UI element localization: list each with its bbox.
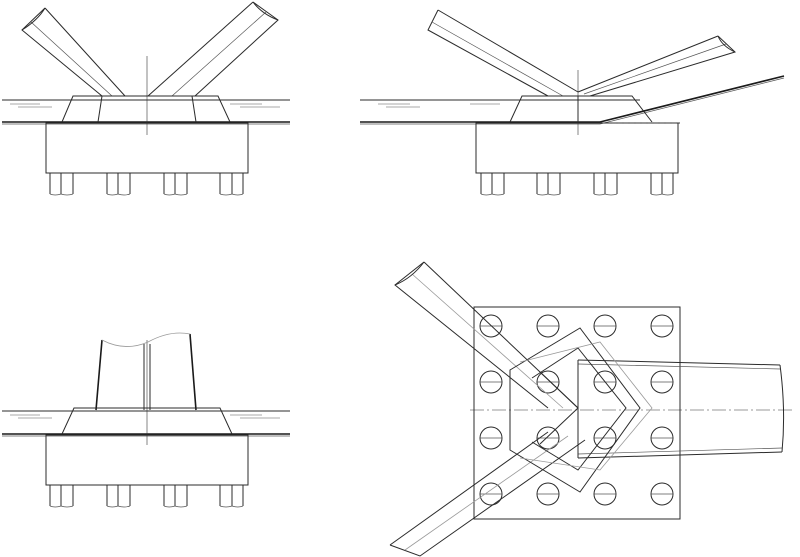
- view-plan: [389, 261, 795, 557]
- pile-cap-plan: [473, 306, 681, 520]
- view-end-elevation: [2, 332, 290, 508]
- view-front-elevation: [2, 1, 290, 196]
- inclined-leg-right: [577, 35, 736, 97]
- column-shaft: [95, 332, 197, 411]
- view-side-elevation-sloped: [360, 9, 785, 196]
- piles: [480, 173, 674, 196]
- water-surface: [2, 410, 290, 419]
- central-node-plan: [509, 327, 653, 493]
- inclined-leg-left: [21, 7, 126, 97]
- pile-grid: [479, 314, 674, 506]
- pile-cap: [45, 434, 249, 486]
- inclined-leg-right: [147, 1, 279, 97]
- water-surface: [360, 99, 640, 108]
- piles: [49, 485, 244, 508]
- pedestal-block: [61, 95, 231, 123]
- water-surface: [2, 99, 290, 108]
- piles: [49, 173, 244, 196]
- seabed-line: [2, 433, 290, 437]
- seabed-line: [2, 121, 290, 125]
- pedestal-block: [61, 407, 233, 435]
- seabed-line: [360, 121, 600, 125]
- pile-cap: [45, 122, 249, 174]
- pile-cap: [475, 122, 680, 174]
- leg-right-plan: [577, 359, 785, 459]
- pedestal-block: [509, 95, 653, 123]
- sloped-seabed-line: [599, 75, 785, 125]
- inclined-leg-left: [427, 9, 579, 97]
- leg-upper-plan: [394, 261, 579, 409]
- leg-lower-plan: [389, 431, 586, 557]
